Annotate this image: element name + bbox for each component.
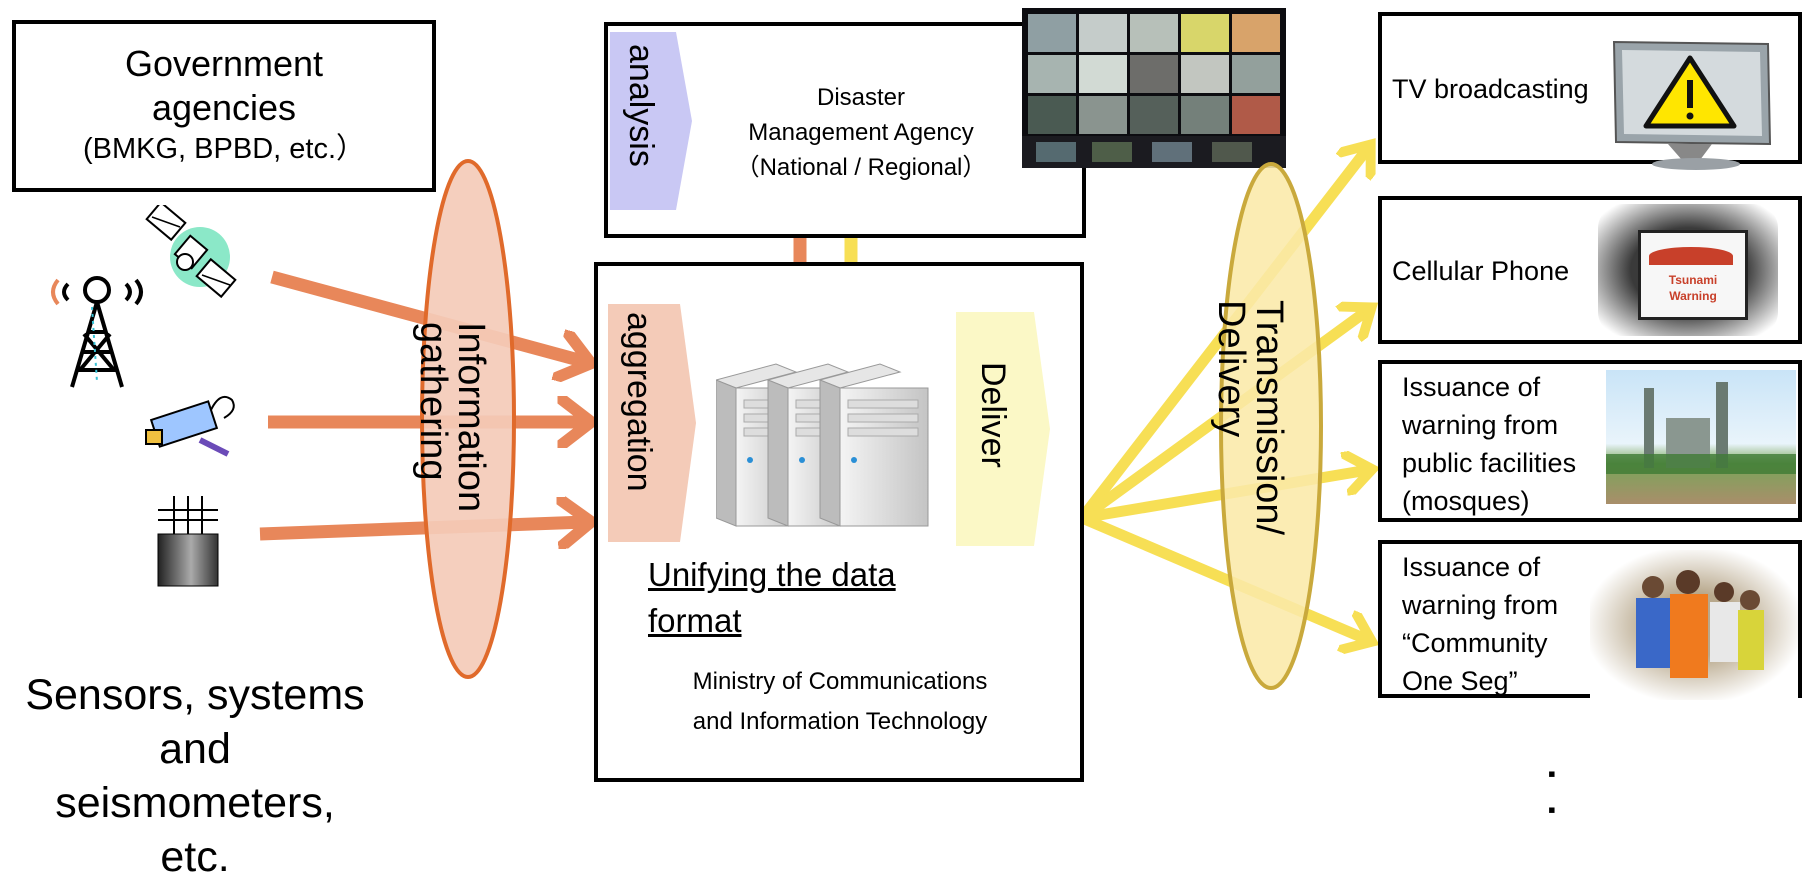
- radio-tower-icon: [51, 276, 143, 388]
- deliver-arrow-community: [1079, 512, 1368, 640]
- sensors-line4: etc.: [160, 833, 230, 881]
- server-icon: [716, 363, 929, 527]
- gov-line3: (BMKG, BPBD, etc.）: [83, 133, 365, 165]
- community-line1: Issuance of: [1402, 552, 1541, 582]
- sensors-line2: and: [159, 725, 231, 773]
- mosque-photo: [1606, 370, 1796, 504]
- gov-line2: agencies: [151, 87, 297, 128]
- information-gathering-ellipse: [420, 159, 516, 679]
- camera-icon: [145, 396, 235, 457]
- transmission-line2: Delivery: [1210, 300, 1252, 438]
- control-room-photo: [1022, 8, 1286, 168]
- mosque-line1: Issuance of: [1402, 372, 1541, 402]
- sensors-caption: Sensors, systems and seismometers, etc.: [0, 668, 390, 884]
- deliver-label: Deliver: [974, 362, 1012, 468]
- tv-broadcasting-label: TV broadcasting: [1392, 74, 1589, 104]
- children-photo: [1590, 550, 1798, 700]
- tv-warning-icon: [1612, 40, 1772, 170]
- information-gathering-label: Information gathering: [412, 322, 492, 513]
- unify-format-caption: Unifying the data format: [648, 552, 896, 644]
- satellite-icon: [145, 205, 237, 299]
- analysis-label: analysis: [622, 44, 660, 167]
- cellular-phone-label: Cellular Phone: [1392, 256, 1570, 286]
- transmission-line1: Transmission/: [1248, 300, 1290, 536]
- gather-arrow-seismometer: [259, 522, 586, 534]
- gathering-line1: Information: [450, 322, 492, 513]
- ministry-line1: Ministry of Communications: [692, 668, 988, 695]
- ellipsis-dot2: ▪: [1548, 797, 1556, 822]
- seismometer-icon: [157, 496, 219, 587]
- community-line3: “Community: [1402, 628, 1548, 658]
- community-line2: warning from: [1402, 590, 1559, 620]
- agency-text: Disaster Management Agency （National / R…: [700, 80, 1022, 185]
- transmission-delivery-ellipse: [1219, 162, 1323, 690]
- sensors-line1: Sensors, systems: [25, 671, 365, 719]
- ellipsis-dot1: ▪: [1548, 761, 1556, 786]
- aggregation-tab: [608, 304, 696, 542]
- agency-line1: Disaster: [816, 84, 906, 111]
- gov-line1: Government: [124, 43, 324, 84]
- mosque-text: Issuance of warning from public faciliti…: [1402, 368, 1576, 520]
- sensors-line3: seismometers,: [55, 779, 335, 827]
- government-agencies-box: Government agencies (BMKG, BPBD, etc.）: [12, 20, 436, 192]
- gathering-line2: gathering: [412, 322, 454, 481]
- more-items-ellipsis: ▪ ▪: [1548, 756, 1556, 828]
- agency-line3: （National / Regional）: [735, 154, 987, 181]
- phone-screen-line1: Tsunami: [1668, 273, 1718, 287]
- deliver-tab: [956, 312, 1050, 546]
- transmission-delivery-label: Transmission/ Delivery: [1210, 300, 1290, 536]
- community-line4: One Seg”: [1402, 666, 1518, 696]
- unify-line1: Unifying the data: [648, 556, 896, 593]
- ministry-line2: and Information Technology: [692, 708, 988, 735]
- analysis-tab: [610, 32, 692, 210]
- aggregation-label: aggregation: [620, 312, 658, 492]
- community-text: Issuance of warning from “Community One …: [1402, 548, 1558, 700]
- ministry-name: Ministry of Communications and Informati…: [640, 662, 1040, 742]
- phone-photo: Tsunami Warning: [1598, 204, 1778, 336]
- unify-line2: format: [648, 602, 742, 639]
- mosque-line4: (mosques): [1402, 486, 1530, 516]
- agency-line2: Management Agency: [748, 119, 974, 146]
- phone-screen-line2: Warning: [1669, 289, 1717, 303]
- mosque-line3: public facilities: [1402, 448, 1577, 478]
- mosque-line2: warning from: [1402, 410, 1559, 440]
